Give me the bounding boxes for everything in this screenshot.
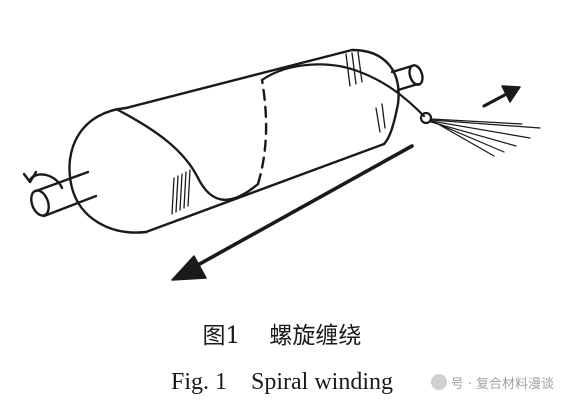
hatch-shading-left (171, 169, 191, 215)
watermark: 号 · 复合材料漫谈 (430, 372, 554, 392)
right-shaft (390, 64, 424, 92)
figure-caption-chinese: 图1 螺旋缠绕 (202, 323, 362, 349)
wechat-icon (430, 374, 447, 390)
left-shaft (30, 170, 98, 218)
mandrel-body (68, 48, 400, 234)
large-arrow-icon (171, 144, 414, 281)
spiral-fiber-path (116, 63, 426, 201)
rotation-arrow-icon (22, 170, 64, 190)
fiber-feed-eye (419, 111, 433, 125)
spiral-winding-figure (22, 48, 541, 281)
fiber-strands (430, 118, 541, 157)
figure-caption-english: Fig. 1 Spiral winding (170, 369, 393, 395)
hatch-shading-right (345, 51, 386, 133)
small-arrow-icon (482, 85, 521, 108)
watermark-text: 号 · 复合材料漫谈 (450, 376, 554, 392)
